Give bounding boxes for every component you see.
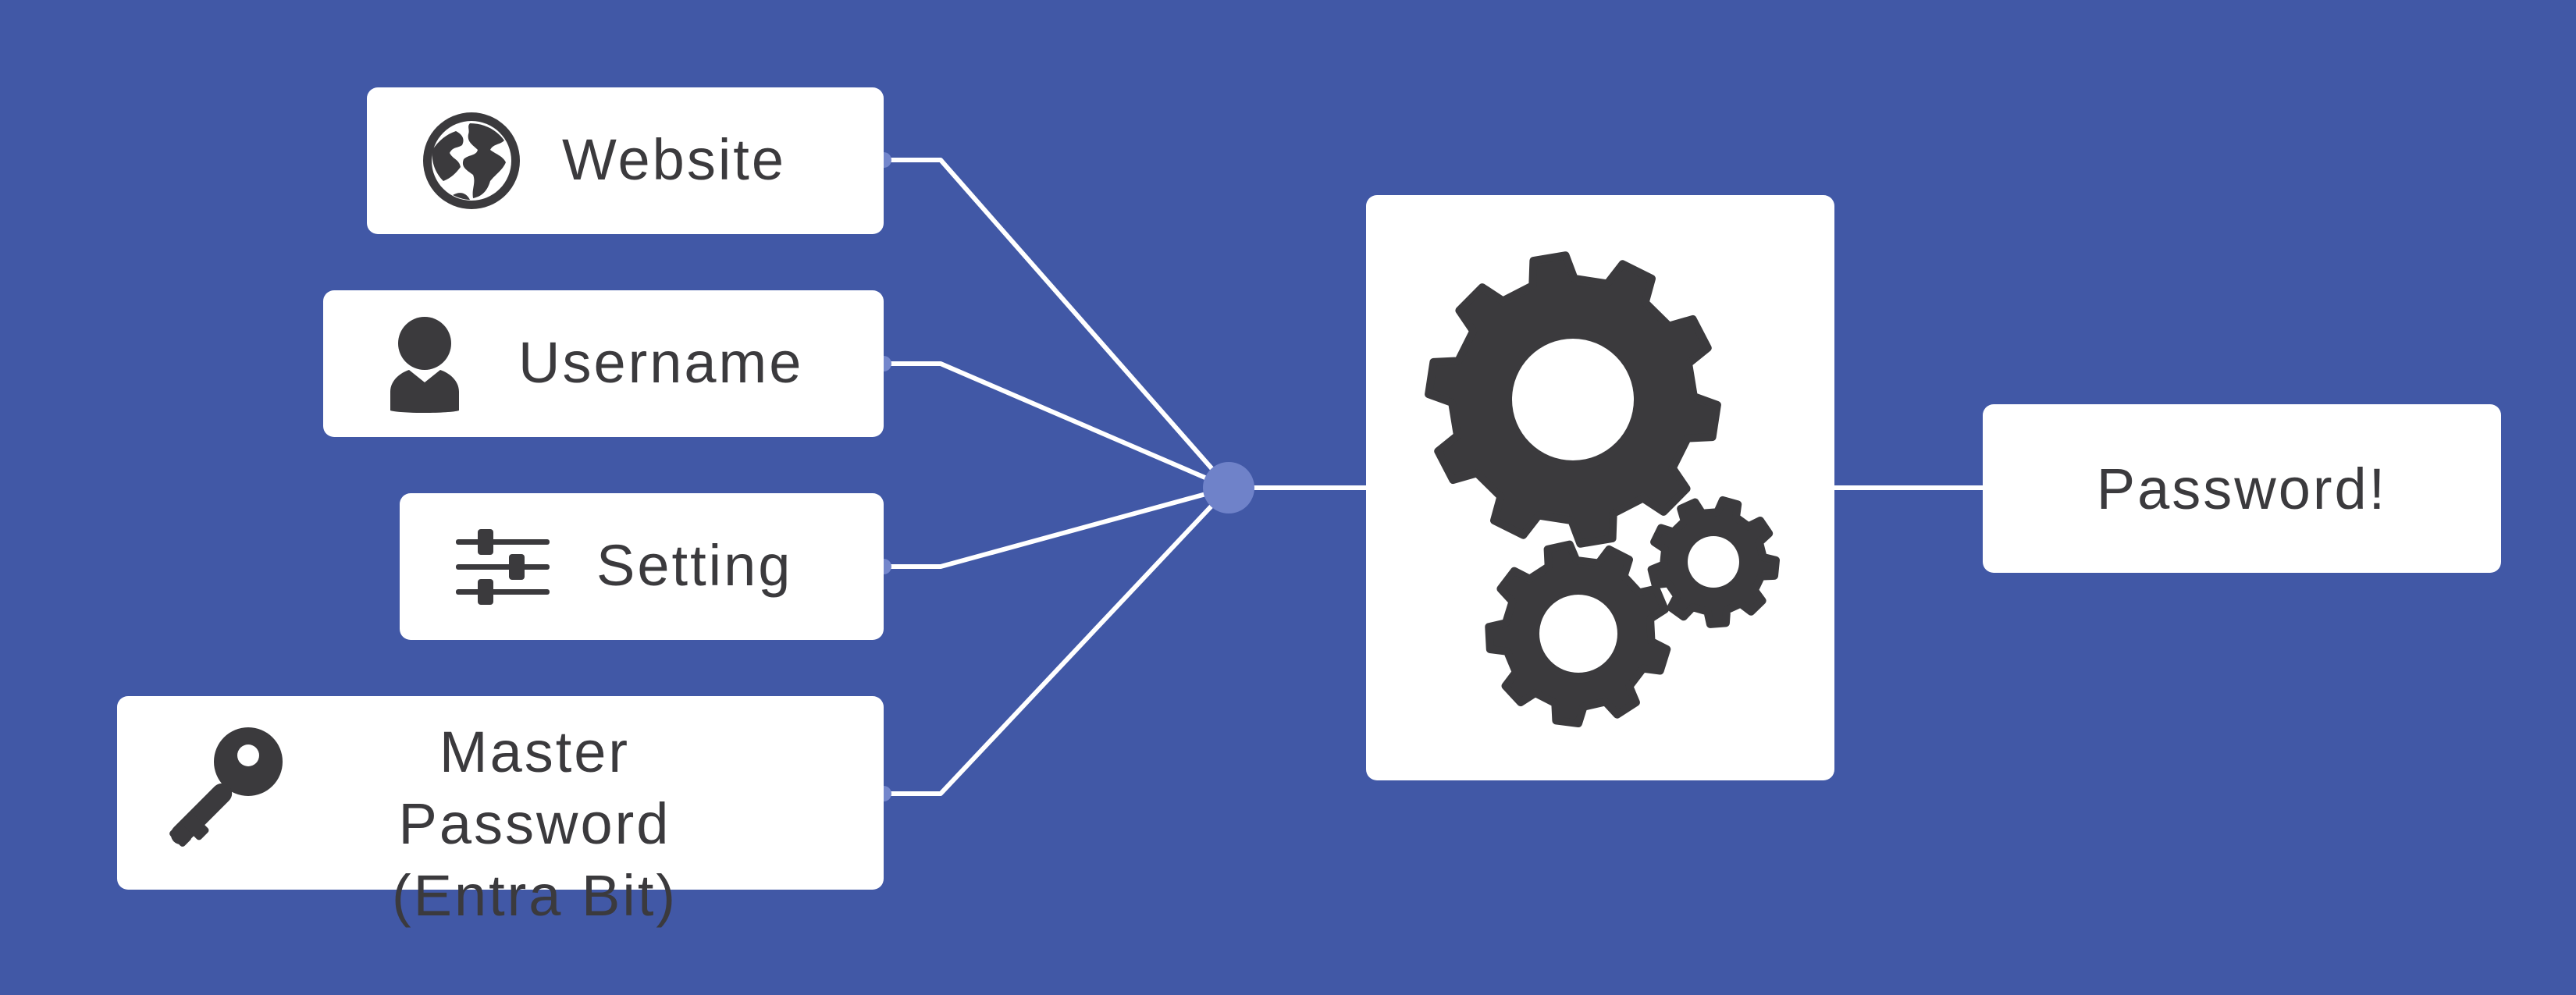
medium-gear-hole [1539,595,1617,673]
input-username-box: Username [323,290,884,437]
sliders-icon [456,529,550,605]
connector-website [884,158,1231,489]
website-label: Website [562,127,786,192]
master-password-line2: (Entra Bit) [391,863,678,928]
output-password-label: Password! [2096,456,2388,521]
key-icon [169,727,283,847]
connector-username [884,361,1230,490]
input-website-box: Website [367,87,884,234]
user-icon [390,317,459,413]
globe-icon [423,112,520,209]
input-setting-box: Setting [400,493,884,640]
processor-box [1366,195,1834,780]
setting-label: Setting [596,533,793,598]
master-password-label: Master Password (Entra Bit) [316,716,753,932]
large-gear-hole [1512,339,1634,460]
small-gear-hole [1688,536,1739,588]
connector-setting [884,485,1229,569]
junction-node [1203,462,1254,513]
master-password-line1: Master Password [398,720,671,856]
gears-icon [1425,251,1780,727]
connector-master [884,485,1231,796]
username-label: Username [518,330,804,395]
output-password-box: Password! [1983,404,2501,573]
input-master-password-box: Master Password (Entra Bit) [117,696,884,928]
